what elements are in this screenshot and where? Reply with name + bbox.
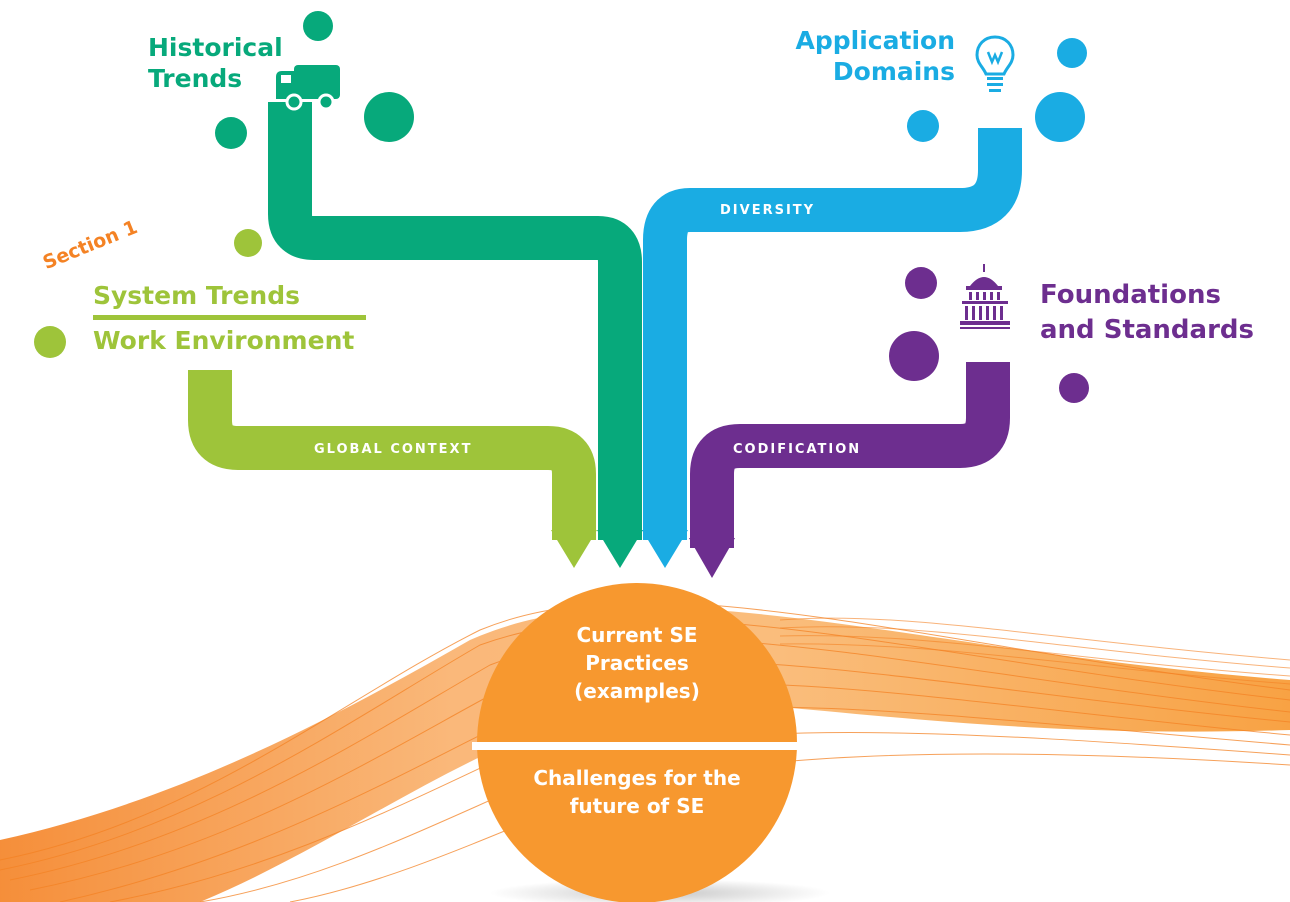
purple-dots: [889, 267, 1089, 403]
historical-trends-line1: Historical: [148, 33, 283, 62]
truck-icon: [276, 65, 340, 111]
application-domains-line2: Domains: [832, 57, 955, 86]
purple-band: [689, 362, 1010, 578]
green-dots: [215, 11, 414, 149]
band-label-global-context: GLOBAL CONTEXT: [314, 442, 473, 457]
blue-band: [642, 128, 1022, 568]
historical-trends-title: Historical Trends: [148, 32, 283, 94]
foundations-line1: Foundations: [1040, 280, 1221, 310]
circle-bottom-line1: Challenges for the: [533, 766, 741, 790]
center-divider: [472, 742, 802, 750]
band-label-codification: CODIFICATION: [733, 442, 862, 457]
band-label-core-practices: CORE PRACTICES: [356, 203, 509, 218]
system-trends-label: System Trends: [93, 281, 301, 310]
lime-divider: [93, 315, 366, 320]
foundations-line2: and Standards: [1040, 315, 1254, 345]
lightbulb-icon: [975, 35, 1015, 92]
lime-band: [188, 370, 597, 568]
band-label-diversity: DIVERSITY: [720, 203, 816, 218]
circle-top-line1: Current SE: [576, 623, 698, 647]
historical-trends-line2: Trends: [148, 64, 243, 93]
lime-dots: [34, 229, 262, 358]
capitol-building-icon: [960, 264, 1010, 329]
circle-top-text: Current SE Practices (examples): [507, 621, 767, 705]
circle-bottom-text: Challenges for the future of SE: [487, 764, 787, 820]
application-domains-title: Application Domains: [796, 25, 955, 87]
work-environment-label: Work Environment: [93, 326, 355, 355]
circle-top-line2: Practices: [585, 651, 689, 675]
blue-dots: [907, 38, 1087, 142]
circle-top-line3: (examples): [574, 679, 700, 703]
foundations-standards-title: Foundations and Standards: [1040, 278, 1254, 348]
application-domains-line1: Application: [795, 26, 955, 55]
circle-bottom-line2: future of SE: [569, 794, 705, 818]
